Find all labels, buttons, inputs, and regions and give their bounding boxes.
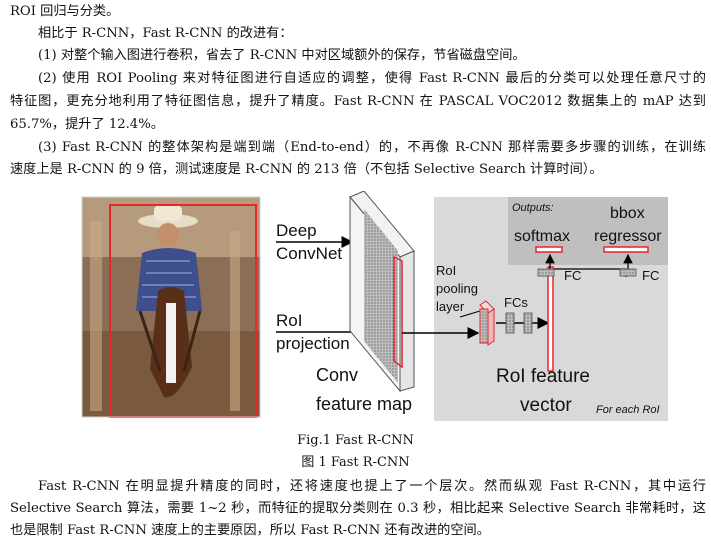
figure-caption-en: Fig.1 Fast R-CNN: [297, 433, 414, 448]
roi-pooling-label-1: RoI: [436, 263, 456, 278]
deep-label: Deep: [276, 221, 317, 240]
figure-caption-zh: 图 1 Fast R-CNN: [301, 455, 410, 470]
fc-right-label: FC: [642, 268, 659, 283]
para-4-line-1: Fast R-CNN 在明显提升精度的同时，还将速度也提上了一个层次。然而纵观 …: [38, 479, 706, 494]
fast-rcnn-figure: Deep ConvNet RoI projection Conv feature…: [80, 190, 672, 425]
point-2-line-2: 特征图，更充分地利用了特征图信息，提升了精度。Fast R-CNN 在 PASC…: [10, 94, 706, 109]
feature-map-label: feature map: [316, 394, 412, 414]
fc-block-1: [505, 312, 515, 334]
vector-label: vector: [520, 395, 572, 416]
point-1: (1) 对整个输入图进行卷积，省去了 R-CNN 中对区域额外的保存，节省磁盘空…: [38, 48, 526, 63]
regressor-label: regressor: [594, 228, 662, 245]
point-2-line-3: 65.7%，提升了 12.4%。: [10, 117, 164, 132]
fc-block-2: [523, 312, 533, 334]
input-image: [81, 196, 261, 418]
roi-feature-label: RoI feature: [496, 366, 590, 387]
roi-label: RoI: [276, 311, 302, 330]
outputs-label: Outputs:: [512, 202, 554, 214]
bbox-label: bbox: [610, 205, 645, 222]
roi-feature-vector: [547, 266, 554, 372]
softmax-label: softmax: [514, 228, 570, 245]
for-each-roi-label: For each RoI: [596, 404, 660, 416]
roi-pooling-label-3: layer: [436, 299, 465, 314]
point-3-line-2: 速度上是 R-CNN 的 9 倍，测试速度是 R-CNN 的 213 倍（不包括…: [10, 162, 603, 177]
pooled-feature-block: [479, 300, 495, 346]
projection-label: projection: [276, 334, 350, 353]
bbox-output-bar: [603, 246, 649, 253]
para-4-line-2: Selective Search 算法，需要 1~2 秒，而特征的提取分类则在 …: [10, 501, 706, 516]
softmax-output-bar: [535, 246, 563, 253]
outputs-panel: [508, 197, 668, 265]
fc-left-block: [537, 268, 555, 277]
intro-line: 相比于 R-CNN，Fast R-CNN 的改进有：: [38, 26, 293, 41]
fcs-label: FCs: [504, 295, 528, 310]
conv-label: Conv: [316, 365, 358, 385]
fc-right-block: [619, 268, 637, 277]
convnet-label: ConvNet: [276, 244, 342, 263]
point-2-line-1: (2) 使用 ROI Pooling 来对特征图进行自适应的调整，使得 Fast…: [38, 71, 706, 86]
para-4-line-3: 也是限制 Fast R-CNN 速度上的主要原因，所以 Fast R-CNN 还…: [10, 523, 490, 538]
fc-left-label: FC: [564, 268, 581, 283]
point-3-line-1: (3) Fast R-CNN 的整体架构是端到端（End-to-end）的，不再…: [38, 140, 706, 155]
conv-feature-map: [349, 190, 415, 393]
roi-pooling-label-2: pooling: [436, 281, 478, 296]
heading-line: ROI 回归与分类。: [10, 4, 120, 19]
pooling-pointer: [459, 310, 481, 318]
